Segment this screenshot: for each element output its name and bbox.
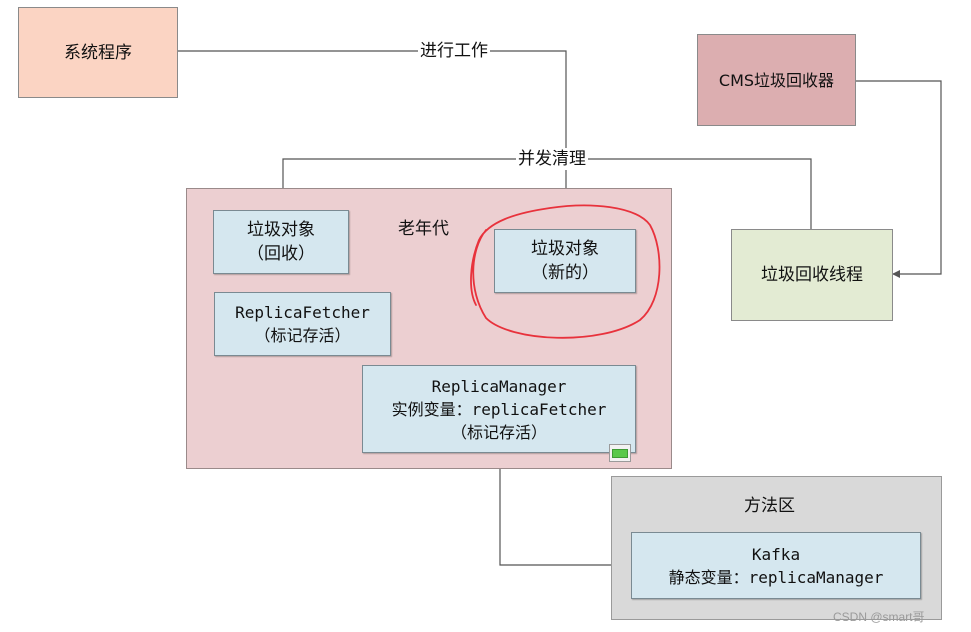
kafka-line1: Kafka [751,544,801,564]
edge-working-label: 进行工作 [418,40,490,62]
replica-fetcher-node: ReplicaFetcher （标记存活） [214,292,391,356]
replica-fetcher-line2: （标记存活） [254,326,351,345]
cms-collector-node: CMS垃圾回收器 [697,34,856,126]
edge-concurrent-cleanup-label: 并发清理 [516,148,588,170]
garbage-new-line2: （新的） [531,263,599,283]
watermark-text: CSDN @smart哥 [833,610,925,624]
edge-kafka-to-manager [496,455,631,566]
system-program-label: 系统程序 [64,42,132,63]
resize-handle-icon [609,444,631,462]
old-generation-title: 老年代 [398,219,449,239]
garbage-new-node: 垃圾对象 （新的） [494,229,636,293]
gc-thread-node: 垃圾回收线程 [731,229,893,321]
edge-cms-to-thread [856,80,942,278]
replica-manager-line3: （标记存活） [450,422,547,442]
garbage-reclaimed-node: 垃圾对象 （回收） [213,210,349,274]
gc-thread-label: 垃圾回收线程 [761,265,863,285]
replica-fetcher-line1: ReplicaFetcher [235,303,370,322]
garbage-reclaimed-line2: （回收） [247,244,315,264]
method-area-title: 方法区 [744,496,795,516]
garbage-new-line1: 垃圾对象 [531,239,599,259]
system-program-node: 系统程序 [18,7,178,98]
replica-manager-node: ReplicaManager 实例变量：replicaFetcher （标记存活… [362,365,636,453]
kafka-line2: 静态变量：replicaManager [668,567,884,587]
replica-manager-line2: 实例变量：replicaFetcher [391,399,607,419]
kafka-node: Kafka 静态变量：replicaManager [631,532,921,599]
cms-collector-label: CMS垃圾回收器 [718,70,835,90]
replica-manager-line1: ReplicaManager [431,376,567,396]
garbage-reclaimed-line1: 垃圾对象 [247,220,315,240]
